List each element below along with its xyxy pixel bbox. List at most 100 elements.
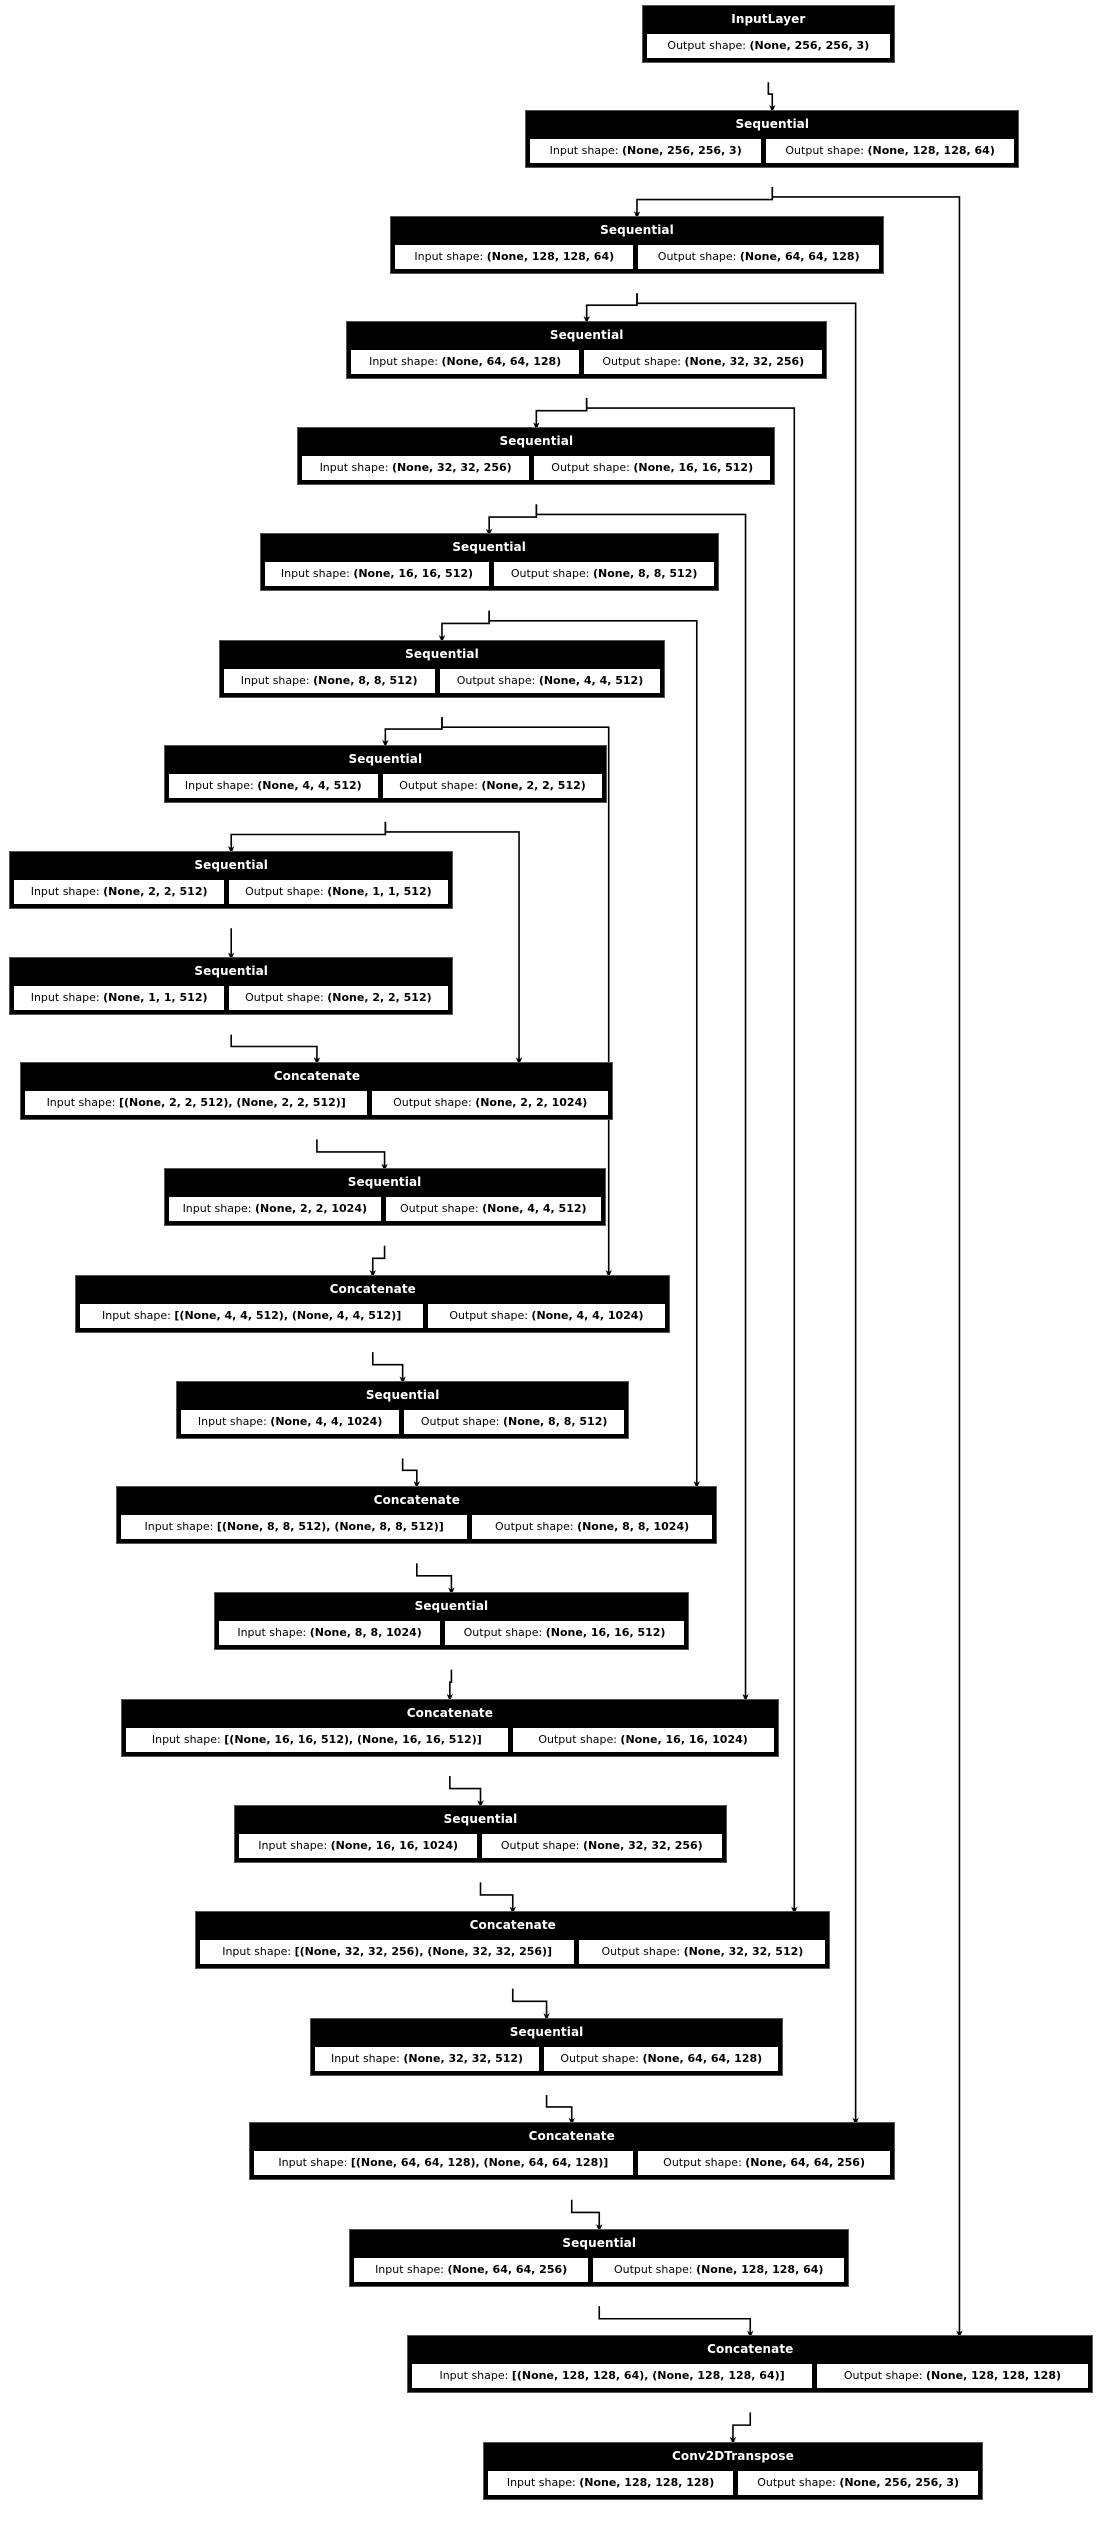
output-shape-value: (None, 32, 32, 256)	[583, 1838, 703, 1852]
output-shape-value: (None, 8, 8, 1024)	[577, 1519, 690, 1533]
node-shape-row: Input shape: (None, 128, 128, 64) Output …	[391, 243, 883, 273]
node-input-shape: Input shape: (None, 128, 128, 128)	[486, 2469, 735, 2496]
input-shape-value: (None, 4, 4, 1024)	[270, 1415, 383, 1429]
output-shape-value: (None, 256, 256, 3)	[839, 2475, 960, 2489]
node-output-shape: Output shape: (None, 128, 128, 64)	[592, 2256, 846, 2283]
input-shape-label: Input shape:	[30, 991, 100, 1005]
input-shape-value: (None, 16, 16, 512)	[353, 567, 474, 581]
node-shape-row: Input shape: (None, 1, 1, 512)Output sha…	[10, 985, 452, 1015]
node-shape-row: Input shape: (None, 2, 2, 1024)Output sh…	[164, 1196, 605, 1226]
node-shape-row: Input shape: (None, 16, 16, 1024)Output …	[235, 1832, 726, 1862]
node-input-shape: Input shape: [(None, 4, 4, 512), (None, …	[79, 1302, 424, 1329]
node-shape-row: Input shape: (None, 32, 32, 256)Output s…	[298, 455, 775, 485]
node-title: Concatenate	[406, 1705, 493, 1720]
node-output-shape: Output shape: (None, 2, 2, 1024)	[370, 1090, 610, 1117]
node-input-shape: Input shape: (None, 8, 8, 512)	[222, 667, 436, 694]
node-title: Sequential	[499, 434, 574, 449]
output-shape-label: Output shape:	[602, 354, 681, 368]
input-shape-label: Input shape:	[222, 1945, 292, 1959]
output-shape-label: Output shape:	[843, 2369, 923, 2383]
node-title: Concatenate	[273, 1069, 361, 1084]
edge-n22-to-n23	[729, 2412, 752, 2445]
edge-n15-to-n16	[446, 1669, 454, 1702]
node-input-shape: Input shape: (None, 128, 128, 64)	[394, 243, 635, 270]
node-output-shape: Output shape: (None, 256, 256, 3)	[737, 2469, 980, 2496]
output-shape-value: (None, 4, 4, 1024)	[531, 1308, 644, 1322]
input-shape-value: [(None, 8, 8, 512), (None, 8, 8, 512)]	[216, 1519, 444, 1533]
output-shape-value: (None, 64, 64, 128)	[642, 2051, 763, 2065]
edge-n7-to-n8	[228, 821, 387, 854]
output-shape-label: Output shape:	[456, 673, 536, 687]
node-output-shape: Output shape: (None, 4, 4, 512)	[438, 667, 662, 694]
node-output-shape: Output shape: (None, 16, 16, 1024)	[511, 1726, 775, 1753]
node-shape-row: Input shape: [(None, 8, 8, 512), (None, …	[117, 1513, 717, 1543]
input-shape-value: [(None, 16, 16, 512), (None, 16, 16, 512…	[224, 1732, 482, 1746]
node-input-shape: Input shape: [(None, 2, 2, 512), (None, …	[24, 1090, 368, 1117]
edge-n1-to-n2	[633, 186, 774, 219]
node-shape-row: Input shape: (None, 256, 256, 3)Output s…	[526, 137, 1019, 167]
input-shape-label: Input shape:	[330, 2051, 400, 2065]
input-shape-value: (None, 2, 2, 512)	[103, 884, 208, 898]
input-shape-label: Input shape:	[30, 884, 100, 898]
edge-n16-to-n17	[449, 1775, 484, 1808]
input-shape-value: (None, 8, 8, 512)	[313, 673, 418, 687]
output-shape-label: Output shape:	[657, 249, 737, 263]
output-shape-label: Output shape:	[494, 1519, 574, 1533]
node-title: Sequential	[509, 2024, 584, 2039]
input-shape-label: Input shape:	[258, 1838, 328, 1852]
output-shape-value: (None, 64, 64, 128)	[739, 249, 860, 263]
input-shape-label: Input shape:	[197, 1415, 267, 1429]
input-shape-value: [(None, 2, 2, 512), (None, 2, 2, 512)]	[118, 1096, 346, 1110]
output-shape-label: Output shape:	[245, 884, 324, 898]
node-input-shape: Input shape: (None, 1, 1, 512)	[13, 985, 225, 1012]
edge-n4-to-n5	[485, 504, 538, 537]
node-output-shape: Output shape: (None, 32, 32, 512)	[578, 1939, 827, 1966]
input-shape-label: Input shape:	[549, 143, 619, 157]
node-title: Sequential	[194, 857, 269, 872]
node-input-shape: Input shape: (None, 64, 64, 128)	[350, 348, 581, 375]
node-title: Sequential	[452, 540, 526, 555]
input-shape-label: Input shape:	[182, 1202, 252, 1216]
node-shape-row: Input shape: (None, 4, 4, 512)Output sha…	[164, 772, 607, 802]
node-input-shape: Input shape: (None, 4, 4, 512)	[167, 772, 379, 799]
output-shape-value: (None, 128, 128, 64)	[867, 143, 995, 157]
node-input-shape: Input shape: (None, 2, 2, 1024)	[167, 1196, 383, 1223]
node-title: Sequential	[549, 327, 624, 342]
node-title: Sequential	[735, 116, 810, 131]
edge-n9-to-n10	[230, 1034, 321, 1065]
input-shape-value: (None, 2, 2, 1024)	[254, 1202, 368, 1216]
output-shape-label: Output shape:	[393, 1096, 472, 1110]
node-shape-row: Input shape: (None, 32, 32, 512)Output s…	[310, 2045, 783, 2075]
node-title: Concatenate	[373, 1492, 460, 1507]
node-title: Sequential	[194, 964, 269, 979]
output-shape-label: Output shape:	[667, 38, 747, 52]
node-output-shape: Output shape: (None, 1, 1, 512)	[227, 878, 449, 905]
input-shape-label: Input shape:	[369, 354, 438, 368]
output-shape-value: (None, 2, 2, 512)	[481, 778, 586, 792]
output-shape-value: (None, 4, 4, 512)	[482, 1202, 587, 1216]
